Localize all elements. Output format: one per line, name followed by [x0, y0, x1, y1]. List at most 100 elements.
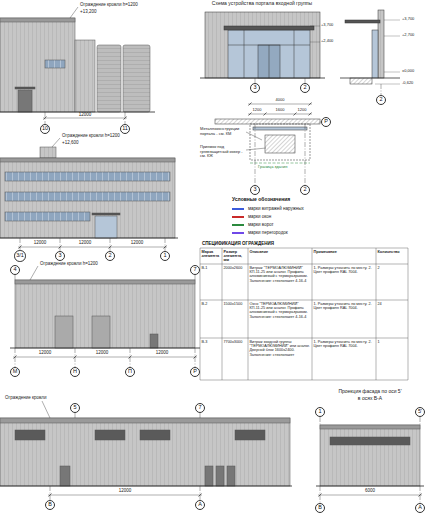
axis-number: А — [198, 502, 202, 508]
axis-number: 3 — [253, 187, 256, 193]
dimension-line — [43, 118, 127, 119]
note-text: Проекция фасада по оси 5' — [338, 389, 401, 395]
facade-5-7 — [140, 430, 170, 440]
axis-bubble: В — [315, 503, 325, 513]
dimension-line — [318, 495, 422, 496]
dimension-line — [319, 494, 322, 497]
axis-bubble: П — [125, 367, 135, 377]
table-grid — [200, 338, 408, 339]
facade-4-7 — [55, 316, 73, 348]
facade-5-7 — [0, 486, 292, 487]
axis-bubble: 3 — [250, 83, 260, 93]
table-cell: 1. Размеры уточнить по месту. 2. Цвет пр… — [314, 340, 375, 349]
dimension-line — [49, 494, 52, 497]
facade-4-7 — [92, 316, 110, 348]
dimension-text: 12000 — [119, 488, 132, 493]
facade-3-1 — [5, 212, 90, 221]
facade-3-1 — [0, 138, 178, 238]
facade-5-7 — [216, 466, 224, 486]
portal-section — [350, 78, 372, 84]
axis-line — [60, 238, 61, 251]
table-grid — [376, 248, 377, 380]
facade-3-1 — [5, 172, 170, 181]
facade-5-7 — [15, 430, 45, 440]
facade-4-7 — [15, 280, 195, 348]
facade-3-1 — [0, 158, 175, 162]
dimension-line — [294, 113, 297, 116]
portal-plan — [246, 148, 266, 150]
axis-bubble: 1 — [160, 251, 170, 261]
axis-line — [420, 417, 421, 425]
axis-number: В — [48, 502, 52, 508]
dimension-line — [13, 357, 197, 358]
axis-bubble: В — [45, 500, 55, 510]
axis-number: Н — [73, 369, 77, 375]
dimension-text: 1200 — [253, 108, 262, 113]
dimension-line — [44, 117, 47, 120]
axis-number: 2 — [108, 253, 111, 259]
dimension-line — [59, 246, 62, 249]
table-grid — [312, 248, 313, 380]
axis-number: 7 — [193, 267, 196, 273]
portal-section — [345, 20, 380, 23]
dimension-text: 1600 — [276, 108, 285, 113]
level-mark: ±0,000 — [402, 69, 414, 74]
axis-number: 2 — [379, 97, 382, 103]
axis-line — [381, 84, 382, 95]
axis-number: 4 — [13, 267, 16, 273]
level-mark: +13,200 — [80, 9, 96, 14]
portal-section — [384, 36, 400, 37]
dimension-line — [419, 494, 422, 497]
table-cell: Размер элемента, мм — [224, 250, 247, 263]
axis-bubble: 7 — [195, 403, 205, 413]
axis-line — [255, 124, 256, 185]
portal-elevation — [244, 30, 245, 78]
dimension-line — [109, 246, 112, 249]
axis-bubble: 2 — [300, 185, 310, 195]
dimension-text: 12000 — [79, 112, 92, 117]
level-mark: +3,700 — [402, 17, 414, 22]
dimension-text: 12000 — [156, 350, 169, 355]
dimension-text: 12000 — [96, 350, 109, 355]
dimension-line — [194, 356, 197, 359]
table-grid — [200, 248, 408, 380]
table-grid — [200, 300, 408, 301]
table-cell: 1500х1500 — [224, 302, 247, 306]
note-text: Ограждение кровли h=1200 — [62, 133, 120, 138]
facade-3-1 — [0, 158, 175, 238]
axis-line — [200, 413, 201, 418]
legend-entry: марки окон — [232, 214, 271, 219]
axis-line — [320, 417, 321, 425]
note-text: в осях В-А — [358, 396, 382, 402]
facade-5-7 — [42, 401, 50, 418]
facade-10-11 — [0, 112, 155, 113]
table-cell: 1. Размеры уточнить по месту. 2. Цвет пр… — [314, 302, 375, 311]
axis-bubble: Р — [190, 367, 200, 377]
facade-10-11 — [123, 45, 150, 112]
table-cell: 2000х2600 — [224, 266, 247, 270]
axis-line — [320, 486, 321, 503]
dimension-line — [249, 113, 252, 116]
portal-section — [375, 84, 400, 85]
axis-line — [305, 124, 306, 185]
axis-line — [75, 413, 76, 418]
legend-entry: марки ворот — [232, 222, 274, 227]
portal-plan — [265, 135, 295, 153]
dimension-line — [14, 356, 17, 359]
legend-entry: марки витражей наружных — [232, 206, 304, 211]
level-mark: +2,700 — [402, 33, 414, 38]
facade-4-7 — [30, 266, 38, 280]
table-cell: 24 — [378, 302, 407, 306]
facade-3-1 — [40, 147, 56, 158]
axis-number: В — [318, 505, 322, 511]
dimension-line — [129, 356, 132, 359]
facade-10-11 — [70, 7, 78, 18]
axis-bubble: 3 — [250, 185, 260, 195]
note-text: Ограждение кровли h=1200 — [40, 261, 98, 266]
axis-number: 3 — [253, 85, 256, 91]
axis-bubble: 5 — [70, 403, 80, 413]
axis-bubble: 10 — [40, 124, 50, 134]
dimension-line — [248, 104, 312, 105]
facade-10-11 — [45, 60, 65, 68]
level-mark: +12,600 — [62, 140, 78, 145]
